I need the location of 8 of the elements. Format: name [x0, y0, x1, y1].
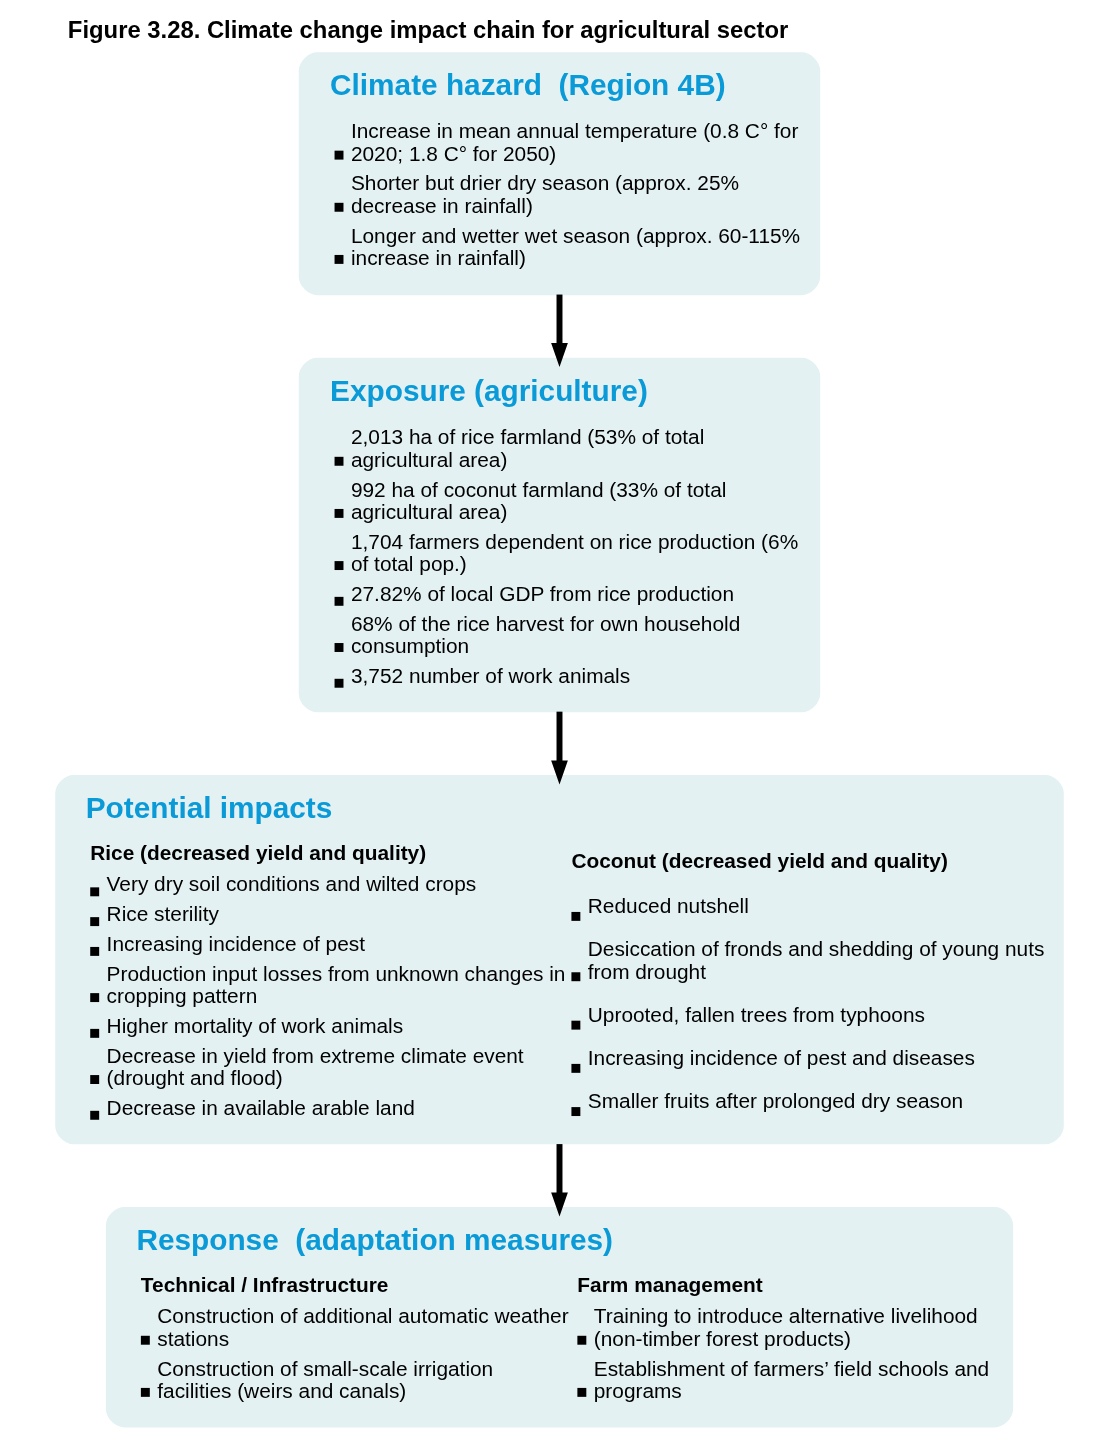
- node-box: Exposure (agriculture) 2,013 ha of rice farmland (53% of total agricultural area) 992 ha of coconut farmland (33% of total agricultural area) 1,704 farmers dependent on rice production (6% of total pop.) 27.82% of local GDP from rice production 68% of the rice harvest for own household consumption 3,752 number of work animals: [298, 357, 821, 713]
- node-box: Response (adaptation measures) Technical / Infrastructure Construction of additional automatic weather stations Construction of small-scale irrigation facilities (weirs and canals) Farm management Training to introduce alternative livelihood (non-timber forest products) Establishment of farmers’ field schools and programs: [105, 1206, 1014, 1428]
- diagram-title: Figure 3.28. Climate change impact chain for agricultural sector: [67, 15, 789, 43]
- arrow: [551, 711, 568, 785]
- arrow: [551, 1144, 568, 1217]
- arrow: [551, 294, 568, 367]
- node-box: Potential impacts Rice (decreased yield and quality) Very dry soil conditions and wilted crops Rice sterility Increasing incidence of pest Production input losses from unknown changes in cropping pattern Higher mortality of work animals Decrease in yield from extreme climate event (drought and flood) Decrease in available arable land Coconut (decreased yield and quality) Reduced nutshell Desiccation of fronds and shedding of young nuts from drought Uprooted, fallen trees from typhoons Increasing incidence of pest and diseases Smaller fruits after prolonged dry season: [55, 774, 1064, 1145]
- node-box: Climate hazard (Region 4B) Increase in mean annual temperature (0.8 C° for 2020; 1.8 C° for 2050) Shorter but drier dry season (approx. 25% decrease in rainfall) Longer and wetter wet season (approx. 60-115% increase in rainfall): [298, 52, 821, 296]
